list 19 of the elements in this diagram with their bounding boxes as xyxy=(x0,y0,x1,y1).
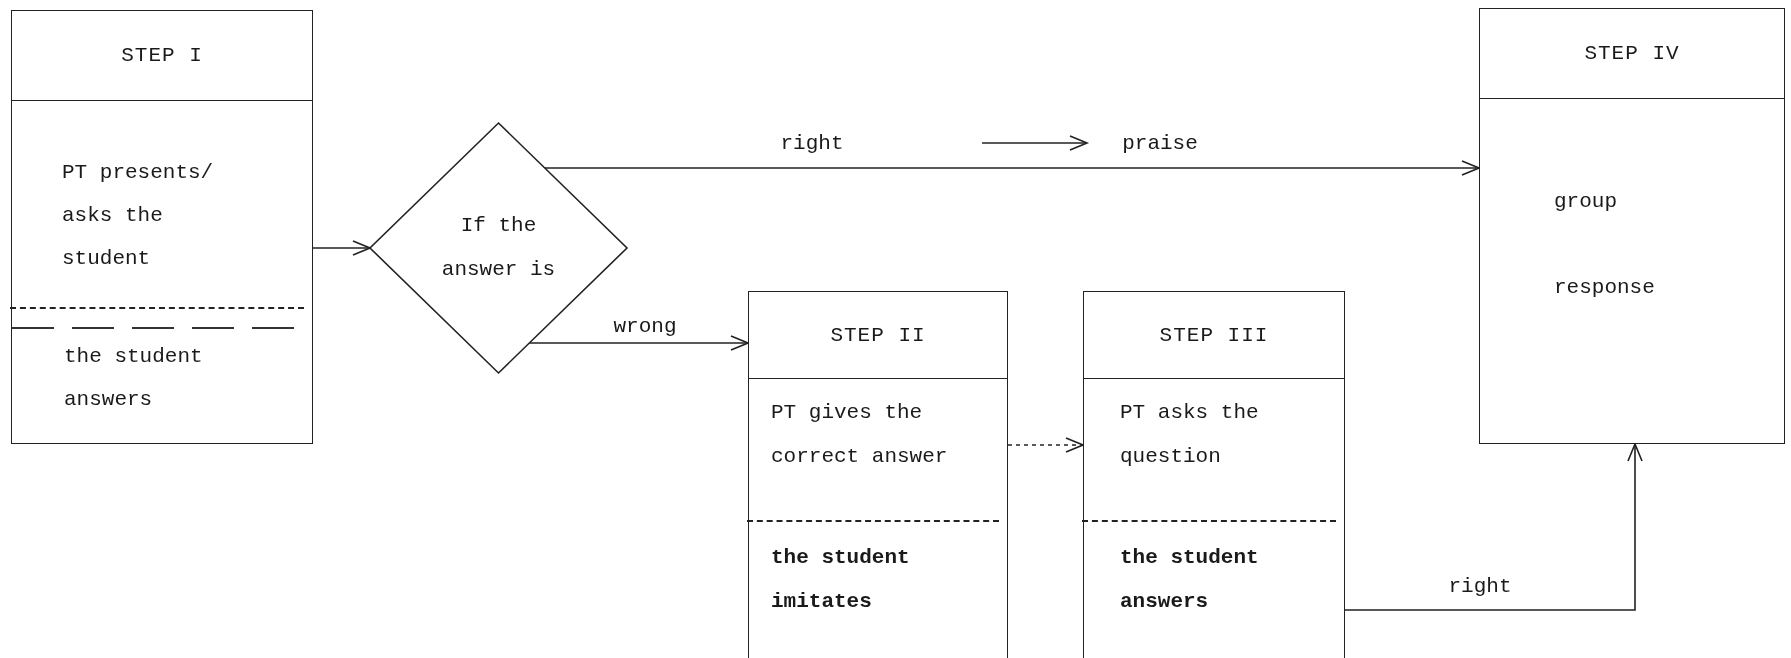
step-heading: STEP II xyxy=(749,292,1007,379)
step-box xyxy=(1479,8,1785,444)
arrow xyxy=(312,240,371,256)
arrow xyxy=(1007,437,1084,453)
arrow xyxy=(1344,443,1643,611)
step-box xyxy=(748,291,1008,658)
step-heading: STEP I xyxy=(12,11,312,101)
step-box xyxy=(1083,291,1345,658)
step-text: the student answers xyxy=(64,344,204,414)
step-text: PT asks the question xyxy=(1120,400,1260,471)
step-text: the student answers xyxy=(1120,545,1260,616)
step-heading: STEP III xyxy=(1084,292,1344,379)
step-heading: STEP IV xyxy=(1480,9,1784,99)
step-text: the student imitates xyxy=(771,545,911,616)
step-box xyxy=(11,10,313,444)
step-text: PT gives the correct answer xyxy=(771,400,949,471)
step-text: group response xyxy=(1554,189,1656,302)
decision-text: If the answer is xyxy=(440,212,557,283)
step-text: PT presents/ asks the student xyxy=(62,160,215,273)
